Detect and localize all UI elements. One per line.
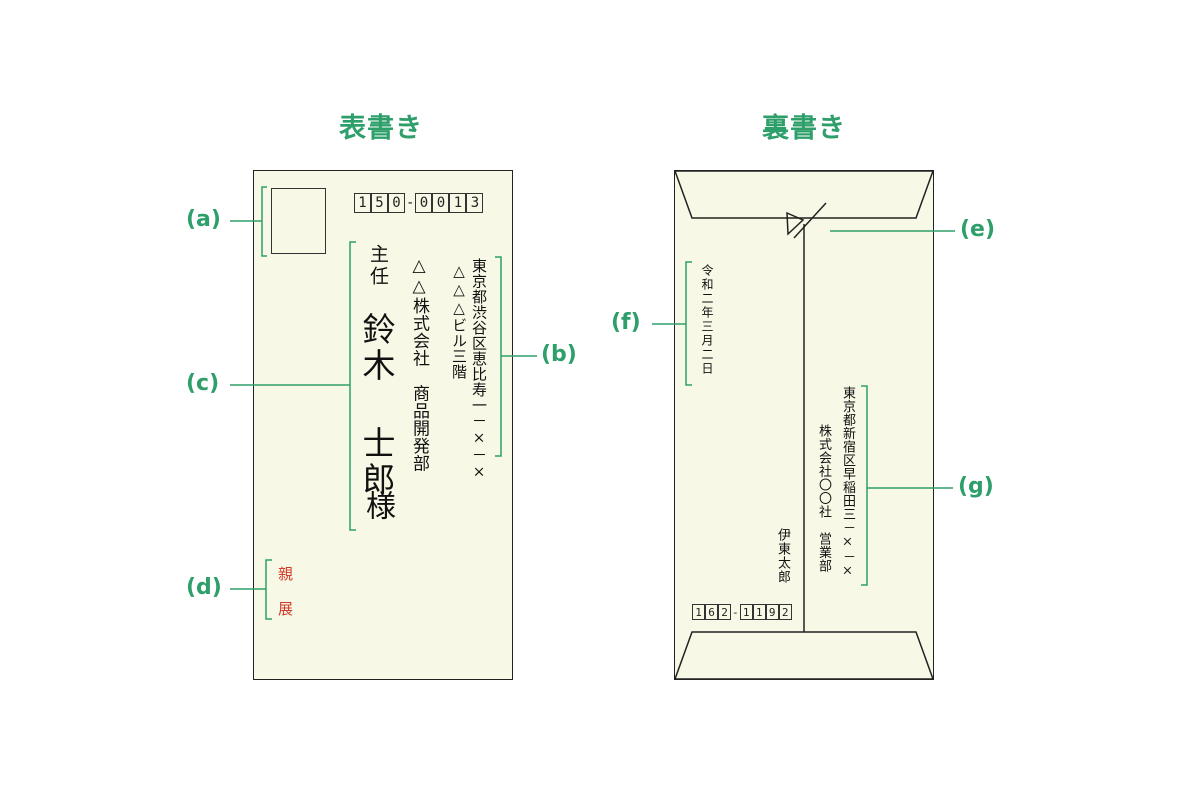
seal-mark xyxy=(786,202,827,239)
bracket-g xyxy=(861,385,868,586)
postal-digit: 1 xyxy=(752,604,766,620)
postal-dash: - xyxy=(406,195,415,211)
front-envelope xyxy=(253,170,513,680)
back-sender-name: 伊東太郎 xyxy=(775,528,790,584)
label-g: (g) xyxy=(958,474,994,499)
front-position: 主任 xyxy=(367,244,389,288)
label-a: (a) xyxy=(186,207,221,232)
confidential-mark-2: 展 xyxy=(278,600,294,618)
postal-digit: 0 xyxy=(415,193,433,213)
front-company: △△株式会社 商品開発部 xyxy=(409,256,429,472)
confidential-mark-1: 親 xyxy=(278,565,294,583)
postal-digit: 6 xyxy=(705,604,718,620)
front-honorific: 様 xyxy=(360,490,395,520)
bracket-b xyxy=(495,256,502,457)
postal-digit: 0 xyxy=(432,193,450,213)
label-b: (b) xyxy=(541,342,577,367)
bottom-flap xyxy=(673,631,935,680)
back-date: 令和二年三月二日 xyxy=(700,264,714,376)
back-sender-address: 東京都新宿区早稲田三－×－× xyxy=(840,386,855,579)
postal-digit: 1 xyxy=(354,193,371,213)
postal-digit: 1 xyxy=(449,193,467,213)
postal-dash: - xyxy=(732,605,739,619)
postal-digit: 0 xyxy=(388,193,405,213)
label-e: (e) xyxy=(960,217,996,242)
label-d: (d) xyxy=(186,575,222,600)
top-flap xyxy=(673,170,935,219)
front-address-line1: 東京都渋谷区恵比寿一－×－× xyxy=(470,258,488,481)
stamp-area xyxy=(271,188,326,254)
postal-digit: 3 xyxy=(466,193,484,213)
postal-digit: 5 xyxy=(371,193,388,213)
bracket-f xyxy=(685,261,692,386)
postal-digit: 2 xyxy=(778,604,792,620)
front-title: 表書き xyxy=(339,113,423,144)
front-postal-code: 1 5 0 - 0 0 1 3 xyxy=(354,193,484,213)
back-title: 裏書き xyxy=(762,113,846,144)
postal-digit: 9 xyxy=(765,604,779,620)
bracket-a xyxy=(261,186,267,257)
postal-digit: 2 xyxy=(718,604,731,620)
back-postal-code: 1 6 2 - 1 1 9 2 xyxy=(692,604,792,620)
label-c: (c) xyxy=(186,371,220,396)
front-address-line2: △△△ビル三階 xyxy=(450,262,468,380)
bracket-d xyxy=(265,559,272,620)
postal-digit: 1 xyxy=(692,604,705,620)
bracket-c xyxy=(349,241,356,531)
front-recipient-name: 鈴木 士郎 xyxy=(357,312,396,498)
label-f: (f) xyxy=(611,310,641,335)
back-sender-company: 株式会社〇〇社 営業部 xyxy=(816,424,831,573)
postal-digit: 1 xyxy=(739,604,753,620)
